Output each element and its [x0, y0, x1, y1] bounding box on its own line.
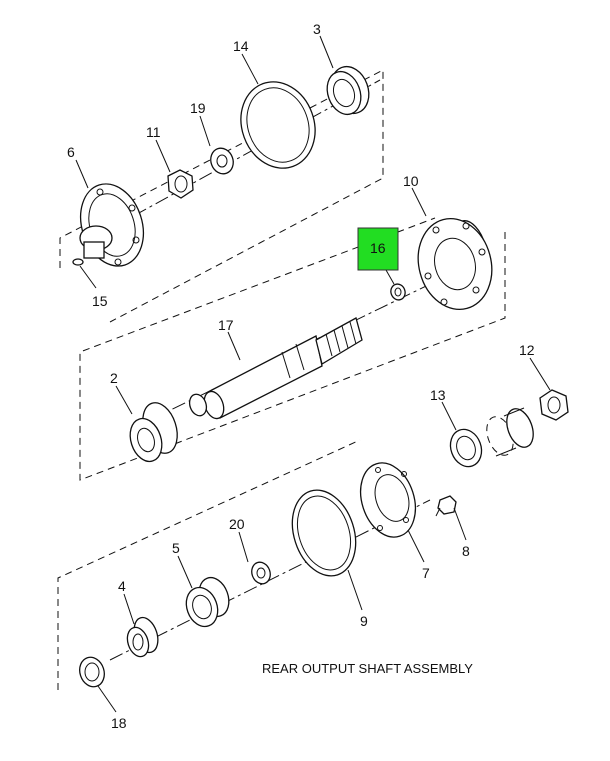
- part-11-nut[interactable]: [167, 169, 194, 199]
- part-7-retainer[interactable]: [352, 456, 425, 544]
- callout-9[interactable]: 9: [360, 613, 368, 629]
- part-20-washer[interactable]: [249, 560, 273, 587]
- part-10-flange[interactable]: [408, 210, 501, 318]
- callout-6[interactable]: 6: [67, 144, 75, 160]
- callout-17[interactable]: 17: [218, 317, 234, 333]
- part-19-washer[interactable]: [207, 145, 237, 177]
- part-2-bearing-cone[interactable]: [125, 398, 183, 465]
- part-17-output-shaft[interactable]: [187, 317, 363, 421]
- spacer-sleeve: [486, 407, 534, 457]
- callout-10[interactable]: 10: [403, 173, 419, 189]
- part-13-seal[interactable]: [445, 425, 486, 471]
- callout-2[interactable]: 2: [110, 370, 118, 386]
- part-14-gasket[interactable]: [229, 71, 327, 178]
- part-18-washer[interactable]: [76, 654, 108, 690]
- part-15-fitting[interactable]: [72, 258, 84, 266]
- callout-3[interactable]: 3: [313, 21, 321, 37]
- diagram-caption: REAR OUTPUT SHAFT ASSEMBLY: [262, 661, 473, 676]
- part-3-bearing-cup[interactable]: [321, 61, 375, 119]
- group-outline-middle: [79, 217, 506, 481]
- callout-7[interactable]: 7: [422, 565, 430, 581]
- group-outline-upper: [59, 69, 384, 323]
- highlight-box: [357, 227, 399, 271]
- axis-line-lower: [109, 499, 431, 661]
- callout-8[interactable]: 8: [462, 543, 470, 559]
- leader-lines: [75, 35, 551, 713]
- part-16-washer[interactable]: [389, 282, 408, 302]
- callout-13[interactable]: 13: [430, 387, 446, 403]
- callout-20[interactable]: 20: [229, 516, 245, 532]
- callout-19[interactable]: 19: [190, 100, 206, 116]
- callout-4[interactable]: 4: [118, 578, 126, 594]
- part-6-yoke[interactable]: [70, 176, 153, 274]
- callout-18[interactable]: 18: [111, 715, 127, 731]
- part-5-bearing-cup[interactable]: [181, 573, 234, 631]
- part-4-bearing-cone[interactable]: [124, 614, 162, 659]
- part-8-bolt[interactable]: [435, 495, 457, 517]
- group-outline-lower: [57, 439, 361, 690]
- callout-12[interactable]: 12: [519, 342, 535, 358]
- callout-labels: 3 14 19 11 6 15 10 16 17 2 12 13 8 7 20 …: [67, 21, 535, 731]
- callout-15[interactable]: 15: [92, 293, 108, 309]
- callout-14[interactable]: 14: [233, 38, 249, 54]
- part-9-gasket[interactable]: [282, 482, 366, 584]
- part-12-nut[interactable]: [539, 389, 569, 421]
- callout-5[interactable]: 5: [172, 540, 180, 556]
- callout-16[interactable]: 16: [370, 240, 386, 256]
- callout-11[interactable]: 11: [146, 124, 161, 140]
